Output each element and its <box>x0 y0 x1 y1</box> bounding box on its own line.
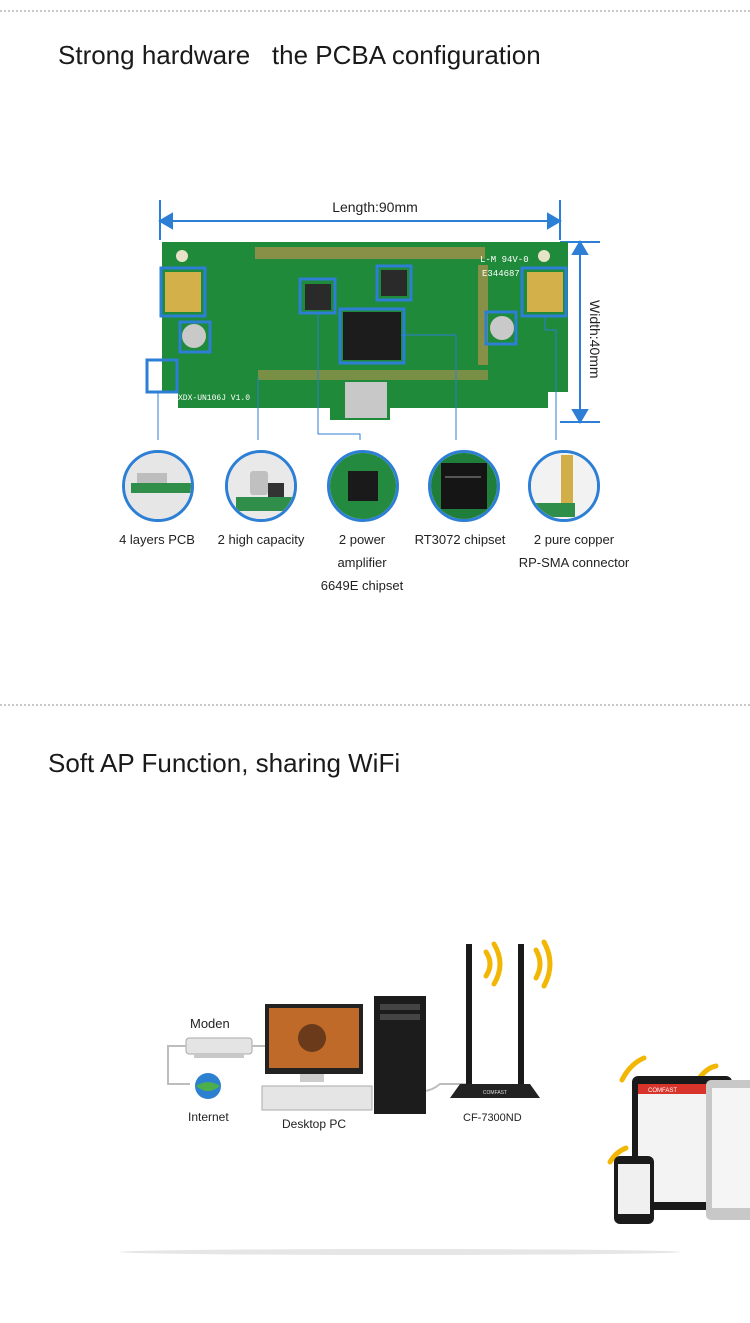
svg-text:COMFAST: COMFAST <box>648 1088 677 1094</box>
feature-label-amplifier: 2 power amplifier 6649E chipset <box>320 532 404 593</box>
svg-text:L-M 94V-0: L-M 94V-0 <box>480 255 529 265</box>
width-dimension <box>560 240 600 424</box>
internet-globe-icon <box>195 1073 221 1099</box>
modem-icon <box>185 1037 253 1058</box>
top-divider <box>0 10 750 12</box>
desktop-pc-icon <box>261 996 426 1114</box>
section-title-softap: Soft AP Function, sharing WiFi <box>48 748 401 778</box>
svg-text:COMFAST: COMFAST <box>483 1090 507 1096</box>
svg-text:Desktop PC: Desktop PC <box>282 1117 346 1131</box>
length-dimension <box>158 200 562 240</box>
feature-circle-capacity <box>225 450 297 522</box>
feature-circle-pcb <box>122 450 194 522</box>
section-divider <box>0 704 750 706</box>
svg-text:E344687: E344687 <box>482 269 520 279</box>
svg-text:Moden: Moden <box>190 1016 230 1031</box>
network-diagram: Moden Internet Desktop PC COMFAST CF-730… <box>120 939 750 1255</box>
pcb-layers-icon <box>125 453 191 519</box>
feature-label-connector: 2 pure copper RP-SMA connector <box>518 532 630 570</box>
feature-label-pcb: 4 layers PCB <box>119 532 195 547</box>
section-title-pcba: Strong hardware the PCBA configuration <box>58 40 541 70</box>
capacitor-icon <box>228 453 294 519</box>
svg-text:CF-7300ND: CF-7300ND <box>463 1112 522 1124</box>
svg-text:Internet: Internet <box>188 1110 229 1124</box>
svg-text:XDX-UN106J V1.0: XDX-UN106J V1.0 <box>178 394 250 403</box>
feature-circle-amplifier <box>327 450 399 522</box>
feature-circle-connector <box>528 450 600 522</box>
ralink-chip-icon <box>431 453 497 519</box>
cf7300nd-adapter-icon: COMFAST <box>450 944 540 1098</box>
callout-leaders <box>157 313 557 440</box>
feature-label-capacity: 2 high capacity <box>217 532 305 547</box>
feature-circle-chipset <box>428 450 500 522</box>
client-devices-icon <box>614 1076 750 1224</box>
sma-connector-icon <box>531 453 597 519</box>
pcb-board: XDX-UN106J V1.0 L-M 94V-0 E344687 <box>162 242 568 420</box>
amplifier-chip-icon <box>330 453 396 519</box>
feature-label-chipset: RT3072 chipset <box>414 532 506 547</box>
pcb-diagram: Length:90mm Width:40mm XDX-UN106J V1.0 L… <box>145 196 603 440</box>
length-label: Length:90mm <box>332 199 418 215</box>
width-label: Width:40mm <box>587 300 603 379</box>
